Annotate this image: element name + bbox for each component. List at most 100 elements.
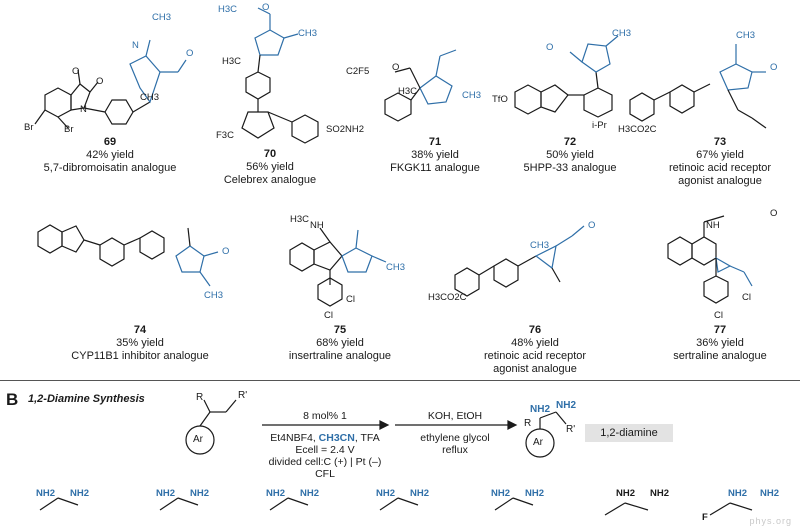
product-ar: Ar — [533, 437, 543, 448]
compound-name-2: agonist analogue — [678, 175, 762, 187]
atom-cl: Cl — [714, 310, 723, 321]
structure-71 — [384, 49, 457, 122]
compound-name: CYP11B1 inhibitor analogue — [71, 350, 209, 362]
product-rprime: R' — [566, 424, 576, 435]
product-tag: 1,2-diamine — [585, 424, 673, 442]
reactant-r: R — [196, 392, 204, 403]
compound-75: 75 68% yield insertraline analogue — [280, 324, 400, 363]
compound-name: 5HPP-33 analogue — [523, 162, 617, 174]
atom-c2f5: C2F5 — [346, 66, 370, 77]
structure-76 — [454, 225, 585, 297]
section-divider — [0, 380, 800, 381]
compound-number: 71 — [428, 136, 442, 148]
atom-cl: Cl — [742, 292, 751, 303]
compound-name: Celebrex analogue — [223, 174, 317, 186]
atom-h3c: H3C — [290, 214, 310, 225]
compound-yield: 56% yield — [246, 161, 294, 173]
atom-ch3: CH3 — [530, 240, 550, 251]
compound-name: insertraline analogue — [288, 350, 392, 362]
amine-label: NH2 — [760, 488, 780, 499]
compound-yield: 42% yield — [86, 149, 134, 161]
step2-conditions-bottom: ethylene glycol reflux — [395, 432, 515, 456]
atom-h3co2c: H3CO2C — [428, 292, 467, 303]
step1-conditions-bottom: Et4NBF4, CH3CN, TFA Ecell = 2.4 V divide… — [250, 432, 400, 480]
compound-72: 72 50% yield 5HPP-33 analogue — [510, 136, 630, 175]
atom-f3c: F3C — [216, 130, 234, 141]
compound-name: retinoic acid receptor — [668, 162, 772, 174]
compound-yield: 67% yield — [696, 149, 744, 161]
compound-number: 74 — [133, 324, 147, 336]
step2-solvent: ethylene glycol — [420, 432, 490, 444]
reactant-structure — [185, 399, 237, 455]
atom-nh: NH — [706, 220, 720, 231]
atom-o: O — [546, 42, 554, 53]
atom-o: O — [96, 76, 104, 87]
step1-light: CFL — [315, 468, 335, 480]
atom-h3c: H3C — [398, 86, 418, 97]
atom-br: Br — [64, 124, 74, 135]
step1-voltage: Ecell = 2.4 V — [295, 444, 355, 456]
atom-h3c: H3C — [222, 56, 242, 67]
atom-ch3: CH3 — [152, 12, 172, 23]
compound-number: 73 — [713, 136, 727, 148]
compound-name: FKGK11 analogue — [390, 162, 480, 174]
compound-yield: 35% yield — [116, 337, 164, 349]
atom-o: O — [588, 220, 596, 231]
watermark: phys.org — [749, 516, 792, 526]
step1-cell: divided cell:C (+) | Pt (–) — [268, 456, 382, 468]
atom-h3co2c: H3CO2C — [618, 124, 657, 135]
compound-76: 76 48% yield retinoic acid receptor agon… — [460, 324, 610, 376]
atom-o: O — [222, 246, 230, 257]
atom-o: O — [72, 66, 80, 77]
compound-yield: 38% yield — [411, 149, 459, 161]
atom-o: O — [262, 2, 270, 13]
compound-yield: 36% yield — [696, 337, 744, 349]
compound-number: 72 — [563, 136, 577, 148]
atom-cl: Cl — [346, 294, 355, 305]
step1-conditions-top: 8 mol% 1 — [262, 410, 388, 422]
compound-number: 76 — [528, 324, 542, 336]
bottom-row-structures — [39, 497, 753, 516]
structure-72 — [514, 35, 619, 118]
structure-74 — [37, 224, 219, 287]
structure-77 — [667, 215, 753, 304]
atom-ch3: CH3 — [298, 28, 318, 39]
compound-name: 5,7-dibromoisatin analogue — [43, 162, 177, 174]
amine-label: NH2 — [156, 488, 176, 499]
amine-label: NH2 — [650, 488, 670, 499]
atom-o: O — [392, 62, 400, 73]
atom-ch3: CH3 — [386, 262, 406, 273]
atom-n: N — [132, 40, 139, 51]
compound-73: 73 67% yield retinoic acid receptor agon… — [645, 136, 795, 188]
compound-name: retinoic acid receptor — [483, 350, 587, 362]
product-nh2: NH2 — [530, 404, 551, 415]
atom-br: Br — [24, 122, 34, 133]
atom-ch3: CH3 — [462, 90, 482, 101]
atom-ch3: CH3 — [204, 290, 224, 301]
compound-yield: 50% yield — [546, 149, 594, 161]
fluoro-label: F — [702, 512, 708, 523]
compound-71: 71 38% yield FKGK11 analogue — [375, 136, 495, 175]
step1-reagent-a: Et4NBF4, — [270, 432, 319, 444]
compound-name-2: agonist analogue — [493, 363, 577, 375]
compound-number: 69 — [103, 136, 117, 148]
compound-70: 70 56% yield Celebrex analogue — [210, 148, 330, 187]
atom-tfo: TfO — [492, 94, 508, 105]
compound-number: 70 — [263, 148, 277, 160]
amine-label: NH2 — [36, 488, 56, 499]
step1-reagent-b: , TFA — [354, 432, 380, 444]
amine-label: NH2 — [728, 488, 748, 499]
atom-ch3: CH3 — [612, 28, 632, 39]
amine-label: NH2 — [525, 488, 545, 499]
amine-label: NH2 — [300, 488, 320, 499]
atom-nh: NH — [310, 220, 324, 231]
atom-h3c: H3C — [218, 4, 238, 15]
atom-ipr: i-Pr — [592, 120, 607, 131]
amine-label: NH2 — [70, 488, 90, 499]
step1-catalyst: 8 mol% 1 — [303, 410, 347, 422]
compound-number: 77 — [713, 324, 727, 336]
amine-label: NH2 — [410, 488, 430, 499]
compound-number: 75 — [333, 324, 347, 336]
product-structure — [525, 411, 567, 458]
